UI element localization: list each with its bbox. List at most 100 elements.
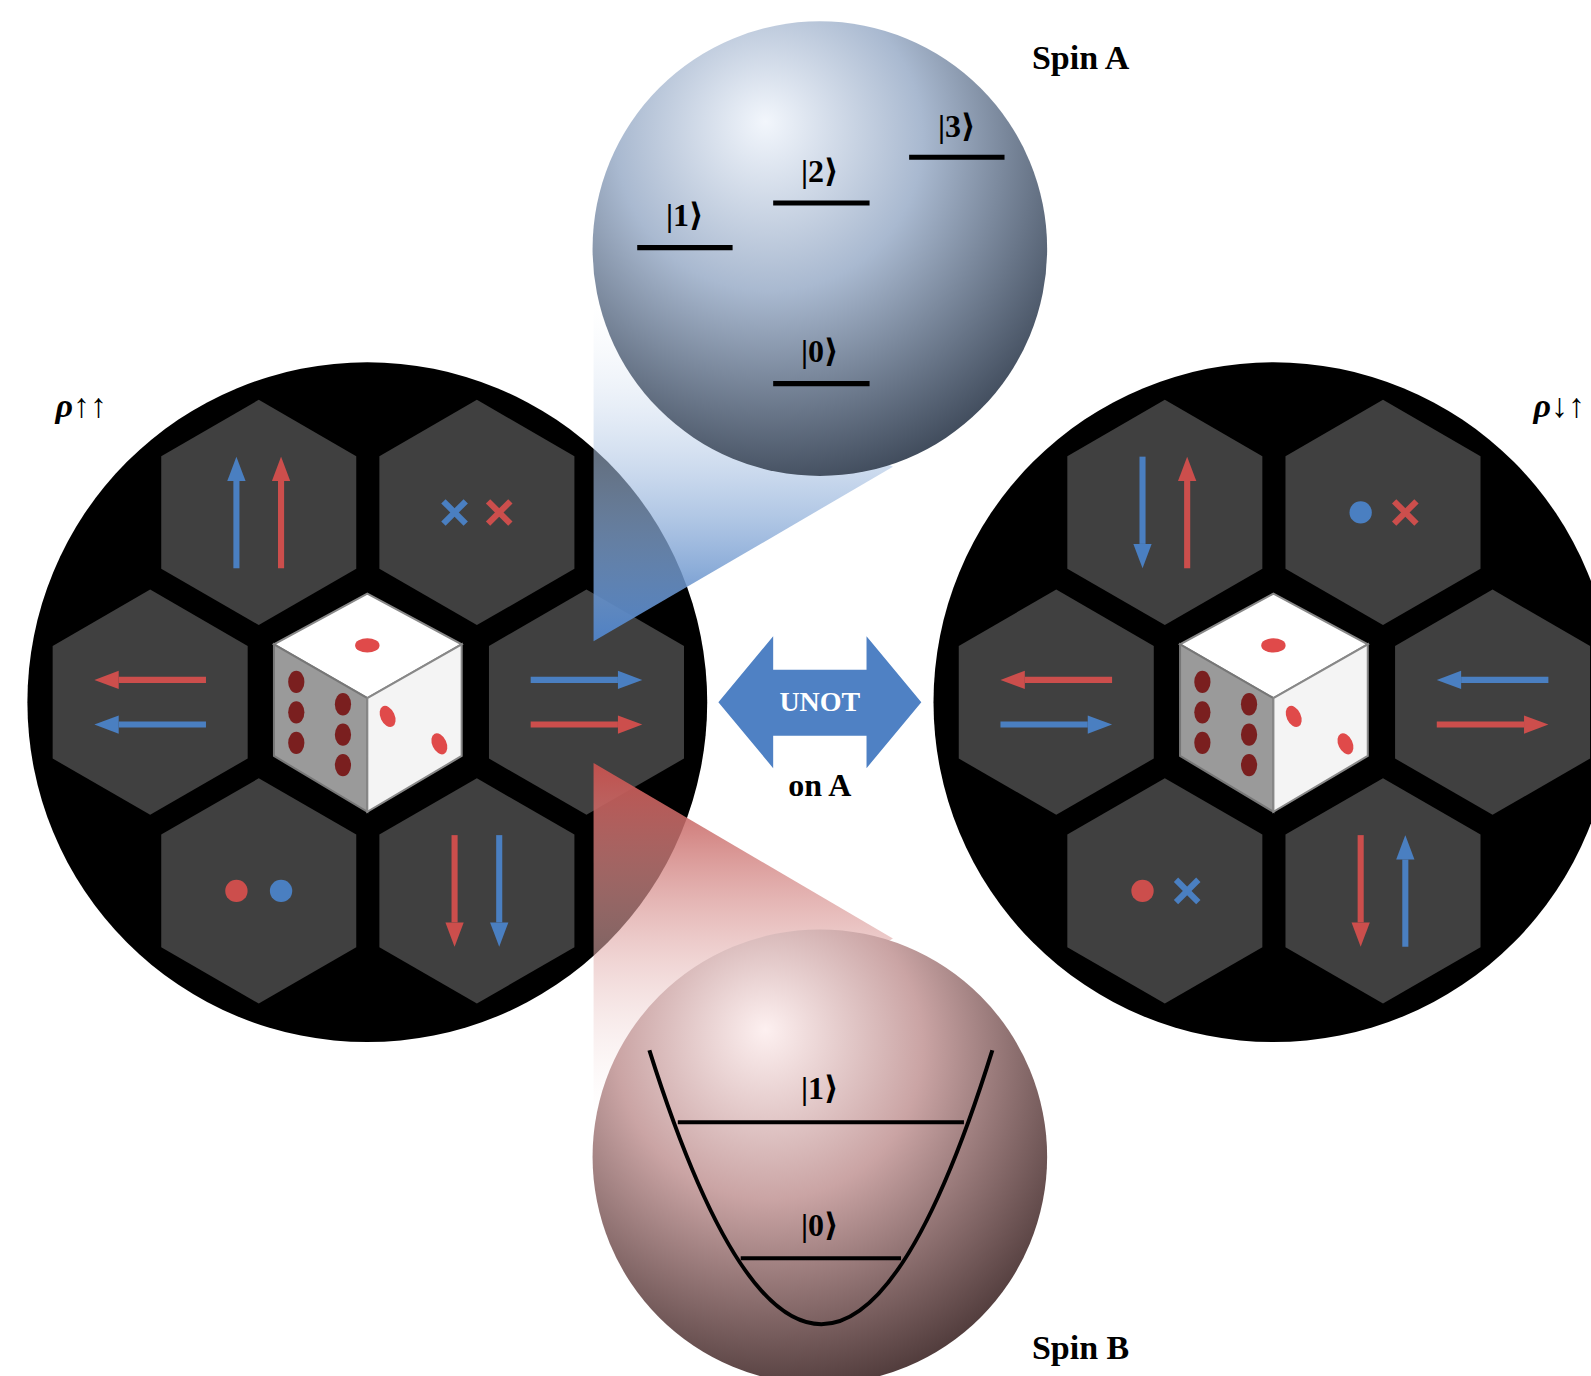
spin-arrow xyxy=(531,721,618,727)
arrow-head xyxy=(1088,715,1112,733)
die-pip xyxy=(1283,703,1305,729)
level-label: |3⟩ xyxy=(938,109,976,144)
arrow-head xyxy=(1000,671,1024,689)
arrow-head xyxy=(94,715,118,733)
die-pip xyxy=(1194,732,1210,754)
spin-cross xyxy=(1176,880,1198,902)
spin-arrow xyxy=(1139,457,1145,544)
die-pip xyxy=(288,671,304,693)
die-face xyxy=(1180,644,1273,811)
hex-cell xyxy=(1067,400,1262,625)
hex-cell xyxy=(379,778,574,1003)
spin-arrow xyxy=(1461,677,1548,683)
spin-cross xyxy=(443,501,465,523)
spin-cross xyxy=(1394,501,1416,523)
spin-dot xyxy=(225,880,247,902)
node-label: ρ↑↑ xyxy=(55,387,107,424)
hex-cell xyxy=(161,400,356,625)
hex-cell xyxy=(161,778,356,1003)
spin-arrow xyxy=(1358,835,1364,922)
die-pip xyxy=(335,724,351,746)
level-label: |1⟩ xyxy=(666,199,704,234)
spin-arrow xyxy=(1000,721,1087,727)
spin-dot xyxy=(1131,880,1153,902)
die xyxy=(1180,594,1368,812)
die-pip xyxy=(355,638,379,652)
unot-arrow: UNOT on A xyxy=(718,634,921,806)
die-pip xyxy=(376,703,398,729)
die-pip xyxy=(288,701,304,723)
die-face xyxy=(367,644,461,811)
die-pip xyxy=(1241,693,1257,715)
hex-cell xyxy=(1285,778,1480,1003)
hex-cell xyxy=(489,590,684,815)
spin-arrow xyxy=(119,721,206,727)
hex-cell xyxy=(1285,400,1480,625)
node-label: Spin A xyxy=(1032,39,1129,76)
spin-cross xyxy=(1176,880,1198,902)
die-pip xyxy=(288,732,304,754)
spin-cross xyxy=(488,501,510,523)
harmonic-well xyxy=(649,1050,992,1324)
arrow-head xyxy=(227,457,245,481)
die-pip xyxy=(1194,671,1210,693)
spin-arrow xyxy=(1184,481,1190,568)
hex-cell xyxy=(1067,778,1262,1003)
double-arrow xyxy=(718,636,921,768)
hex-cell xyxy=(379,400,574,625)
spin-a-sphere xyxy=(593,21,1048,476)
die-pip xyxy=(1241,754,1257,776)
state-disc xyxy=(933,362,1591,1042)
level-label: |0⟩ xyxy=(801,1208,839,1243)
spin-arrow xyxy=(1025,677,1112,683)
state-disc: ρ↓↑ xyxy=(933,362,1582,1042)
spin-cross xyxy=(1394,501,1416,523)
die-face xyxy=(1273,644,1367,811)
energy-levels xyxy=(637,157,1004,383)
spin-arrow xyxy=(452,835,458,922)
level-label: on A xyxy=(788,769,851,804)
die xyxy=(274,594,462,812)
die-face xyxy=(274,644,367,811)
arrow-head xyxy=(618,715,642,733)
die-pip xyxy=(428,731,450,757)
spin-arrow xyxy=(531,677,618,683)
spin-arrow xyxy=(496,835,502,922)
level-label: |1⟩ xyxy=(801,1071,839,1106)
node-label: Spin B xyxy=(1032,1330,1129,1367)
die-pip xyxy=(1261,638,1285,652)
arrow-head xyxy=(94,671,118,689)
level-label: |2⟩ xyxy=(801,155,839,190)
arrow-head xyxy=(490,922,508,946)
state-disc: ρ↑↑ xyxy=(27,362,707,1042)
arrow-head xyxy=(1437,671,1461,689)
die-pip xyxy=(335,693,351,715)
die-pip xyxy=(1241,724,1257,746)
die-pip xyxy=(1334,731,1356,757)
spin-dot xyxy=(270,880,292,902)
arrow-head xyxy=(1178,457,1196,481)
arrow-head xyxy=(1396,835,1414,859)
spin-b-sphere xyxy=(593,929,1048,1376)
arrow-head xyxy=(272,457,290,481)
arrow-head xyxy=(1133,544,1151,568)
node-label: UNOT xyxy=(779,687,860,718)
hex-cell xyxy=(959,590,1154,815)
hex-cell xyxy=(53,590,248,815)
arrow-head xyxy=(1352,922,1370,946)
level-label: |0⟩ xyxy=(801,334,839,369)
spin-arrow xyxy=(233,481,239,568)
spin-cross xyxy=(443,501,465,523)
spin-arrow xyxy=(119,677,206,683)
die-pip xyxy=(335,754,351,776)
spin-cross xyxy=(488,501,510,523)
arrow-head xyxy=(1524,715,1548,733)
spin-dot xyxy=(1350,501,1372,523)
node-label: ρ↓↑ xyxy=(1533,387,1585,424)
spin-arrow xyxy=(1437,721,1524,727)
spin-arrow xyxy=(1402,859,1408,946)
arrow-head xyxy=(618,671,642,689)
spin-sphere: Spin A|1⟩|2⟩|3⟩|0⟩ xyxy=(594,20,1051,477)
spin-arrow xyxy=(278,481,284,568)
die-pip xyxy=(1194,701,1210,723)
